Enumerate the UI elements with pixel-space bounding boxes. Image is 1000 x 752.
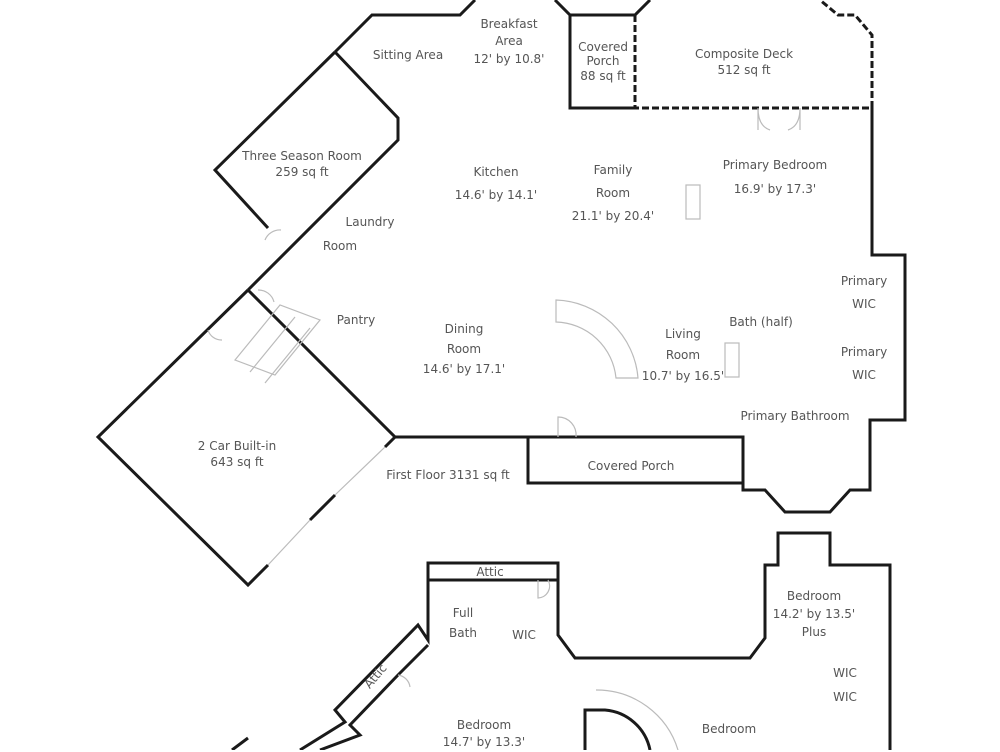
primary-bathroom-label: Primary Bathroom bbox=[740, 409, 850, 423]
sitting-area-label: Sitting Area bbox=[372, 48, 444, 62]
wic-label: WIC bbox=[512, 628, 536, 642]
second-floor-walls bbox=[299, 580, 430, 750]
garage-walls bbox=[95, 288, 270, 588]
curved-stairs-icon bbox=[555, 299, 639, 379]
door[interactable] bbox=[257, 289, 275, 303]
floor-total-label: First Floor 3131 sq ft bbox=[386, 468, 510, 482]
garage-door[interactable] bbox=[267, 519, 311, 566]
three-season-left bbox=[212, 50, 337, 230]
first-floor-walls bbox=[333, 0, 477, 54]
primary-bath-walls bbox=[741, 108, 907, 514]
second-floor-right-walls bbox=[556, 531, 892, 750]
bedroom-center-label: Bedroom bbox=[701, 722, 757, 736]
porch-door[interactable] bbox=[557, 416, 577, 438]
attic-label: Attic bbox=[476, 565, 504, 579]
french-door[interactable] bbox=[757, 107, 801, 131]
fixture bbox=[685, 184, 701, 220]
door[interactable] bbox=[207, 329, 223, 341]
garage-door[interactable] bbox=[334, 446, 386, 496]
wall-fragment bbox=[231, 736, 249, 750]
bath-half-label: Bath (half) bbox=[729, 315, 793, 329]
door[interactable] bbox=[397, 674, 411, 688]
garage-wall-segment bbox=[308, 493, 337, 522]
first-floor-walls-top-mid bbox=[553, 0, 652, 17]
pantry-label: Pantry bbox=[336, 313, 376, 327]
curved-stairs-icon bbox=[595, 689, 679, 750]
attic-top-box bbox=[426, 561, 560, 582]
fixture bbox=[724, 342, 740, 378]
door[interactable] bbox=[264, 229, 282, 241]
covered-porch-bottom-label: Covered Porch bbox=[587, 459, 675, 473]
attic-side-walls bbox=[319, 643, 430, 750]
wic-label: WIC bbox=[833, 690, 857, 704]
three-season-walls bbox=[246, 50, 400, 292]
covered-porch-bottom bbox=[526, 435, 745, 485]
stairs-icon bbox=[234, 304, 321, 384]
wic-label: WIC bbox=[833, 666, 857, 680]
covered-porch-top-walls bbox=[568, 15, 635, 110]
door[interactable] bbox=[537, 579, 551, 599]
bedroom-curve-wall bbox=[583, 708, 652, 750]
composite-deck-outline bbox=[633, 0, 874, 110]
